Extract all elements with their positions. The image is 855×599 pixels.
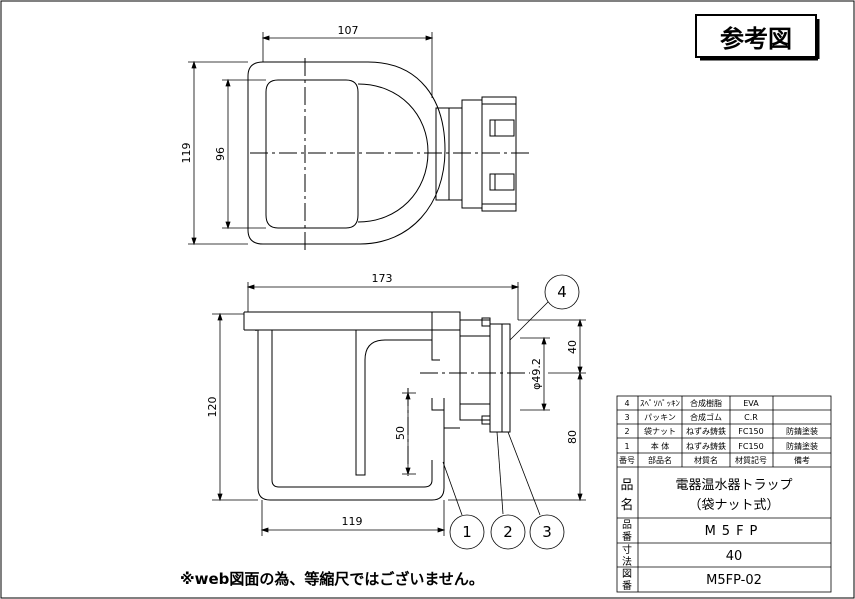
- svg-text:C.R: C.R: [744, 413, 758, 422]
- svg-text:ねずみ鋳鉄: ねずみ鋳鉄: [686, 426, 726, 436]
- svg-text:材質名: 材質名: [694, 455, 718, 465]
- svg-text:法: 法: [622, 555, 632, 568]
- svg-text:番: 番: [622, 531, 632, 543]
- dim-outlet-diameter: φ49.2: [530, 358, 543, 390]
- svg-text:3: 3: [624, 413, 629, 422]
- svg-text:合成ゴム: 合成ゴム: [690, 412, 722, 422]
- dim-front-bottom: 119: [342, 515, 363, 528]
- svg-text:防錆塗装: 防錆塗装: [786, 426, 818, 436]
- balloon-2: 2: [503, 523, 513, 541]
- parts-row-2: 2 袋ナット ねずみ鋳鉄 FC150 防錆塗装: [624, 426, 818, 436]
- product-name-sub: （袋ナット式）: [688, 498, 779, 513]
- part-number: M5FP: [705, 524, 764, 539]
- svg-text:合成樹脂: 合成樹脂: [690, 398, 722, 408]
- svg-text:ｽﾍﾟｿﾊﾟｯｷﾝ: ｽﾍﾟｿﾊﾟｯｷﾝ: [640, 399, 680, 408]
- parts-row-4: 4 ｽﾍﾟｿﾊﾟｯｷﾝ 合成樹脂 EVA: [624, 398, 759, 408]
- svg-text:ねずみ鋳鉄: ねずみ鋳鉄: [686, 441, 726, 451]
- dim-inlet-depth: 50: [394, 426, 407, 440]
- drawing-number: M5FP-02: [706, 573, 762, 588]
- svg-text:寸: 寸: [622, 543, 632, 556]
- svg-text:部品名: 部品名: [648, 455, 672, 465]
- svg-text:2: 2: [624, 427, 629, 436]
- scale-note: ※web図面の為、等縮尺ではございません。: [180, 570, 484, 588]
- front-dimensions: [212, 282, 586, 536]
- reference-badge: 参考図: [695, 14, 820, 61]
- front-view: [243, 311, 530, 501]
- svg-text:本 体: 本 体: [651, 441, 670, 451]
- dim-top-width: 107: [338, 24, 359, 37]
- top-dimensions: [188, 32, 434, 246]
- svg-text:図: 図: [622, 568, 632, 580]
- svg-text:番: 番: [622, 580, 632, 592]
- parts-row-3: 3 パッキン 合成ゴム C.R: [624, 412, 758, 422]
- svg-text:FC150: FC150: [738, 427, 763, 436]
- product-name: 電器温水器トラップ: [675, 478, 792, 493]
- balloon-1: 1: [462, 523, 472, 541]
- dim-front-width: 173: [372, 272, 393, 285]
- svg-text:1: 1: [624, 442, 629, 451]
- svg-text:4: 4: [624, 399, 629, 408]
- svg-text:FC150: FC150: [738, 442, 763, 451]
- dim-front-height: 120: [206, 397, 219, 418]
- dim-top-inner: 96: [214, 147, 227, 161]
- top-view: [247, 58, 530, 250]
- size-value: 40: [726, 549, 743, 564]
- svg-text:番号: 番号: [619, 455, 635, 465]
- balloon-leaders: [442, 274, 580, 550]
- svg-text:防錆塗装: 防錆塗装: [786, 441, 818, 451]
- parts-header-row: 番号 部品名 材質名 材質記号 備考: [619, 455, 810, 465]
- parts-table: [616, 395, 832, 593]
- reference-badge-text: 参考図: [720, 25, 792, 53]
- svg-text:材質記号: 材質記号: [735, 455, 767, 465]
- balloon-3: 3: [542, 523, 552, 541]
- svg-text:品: 品: [622, 519, 632, 531]
- title-block: 品 名 電器温水器トラップ （袋ナット式） 品 番 M5FP 寸 法 40 図 …: [620, 478, 792, 592]
- balloon-4: 4: [557, 283, 567, 301]
- dim-top-height: 119: [180, 143, 193, 164]
- svg-text:袋ナット: 袋ナット: [644, 426, 676, 436]
- svg-text:備考: 備考: [794, 455, 810, 465]
- svg-text:品: 品: [620, 478, 633, 493]
- parts-row-1: 1 本 体 ねずみ鋳鉄 FC150 防錆塗装: [624, 441, 818, 451]
- svg-text:名: 名: [620, 497, 633, 513]
- dim-outlet-top: 40: [566, 340, 579, 354]
- svg-text:パッキン: パッキン: [644, 413, 676, 422]
- svg-text:EVA: EVA: [743, 399, 759, 408]
- dim-outlet-height: 80: [566, 430, 579, 444]
